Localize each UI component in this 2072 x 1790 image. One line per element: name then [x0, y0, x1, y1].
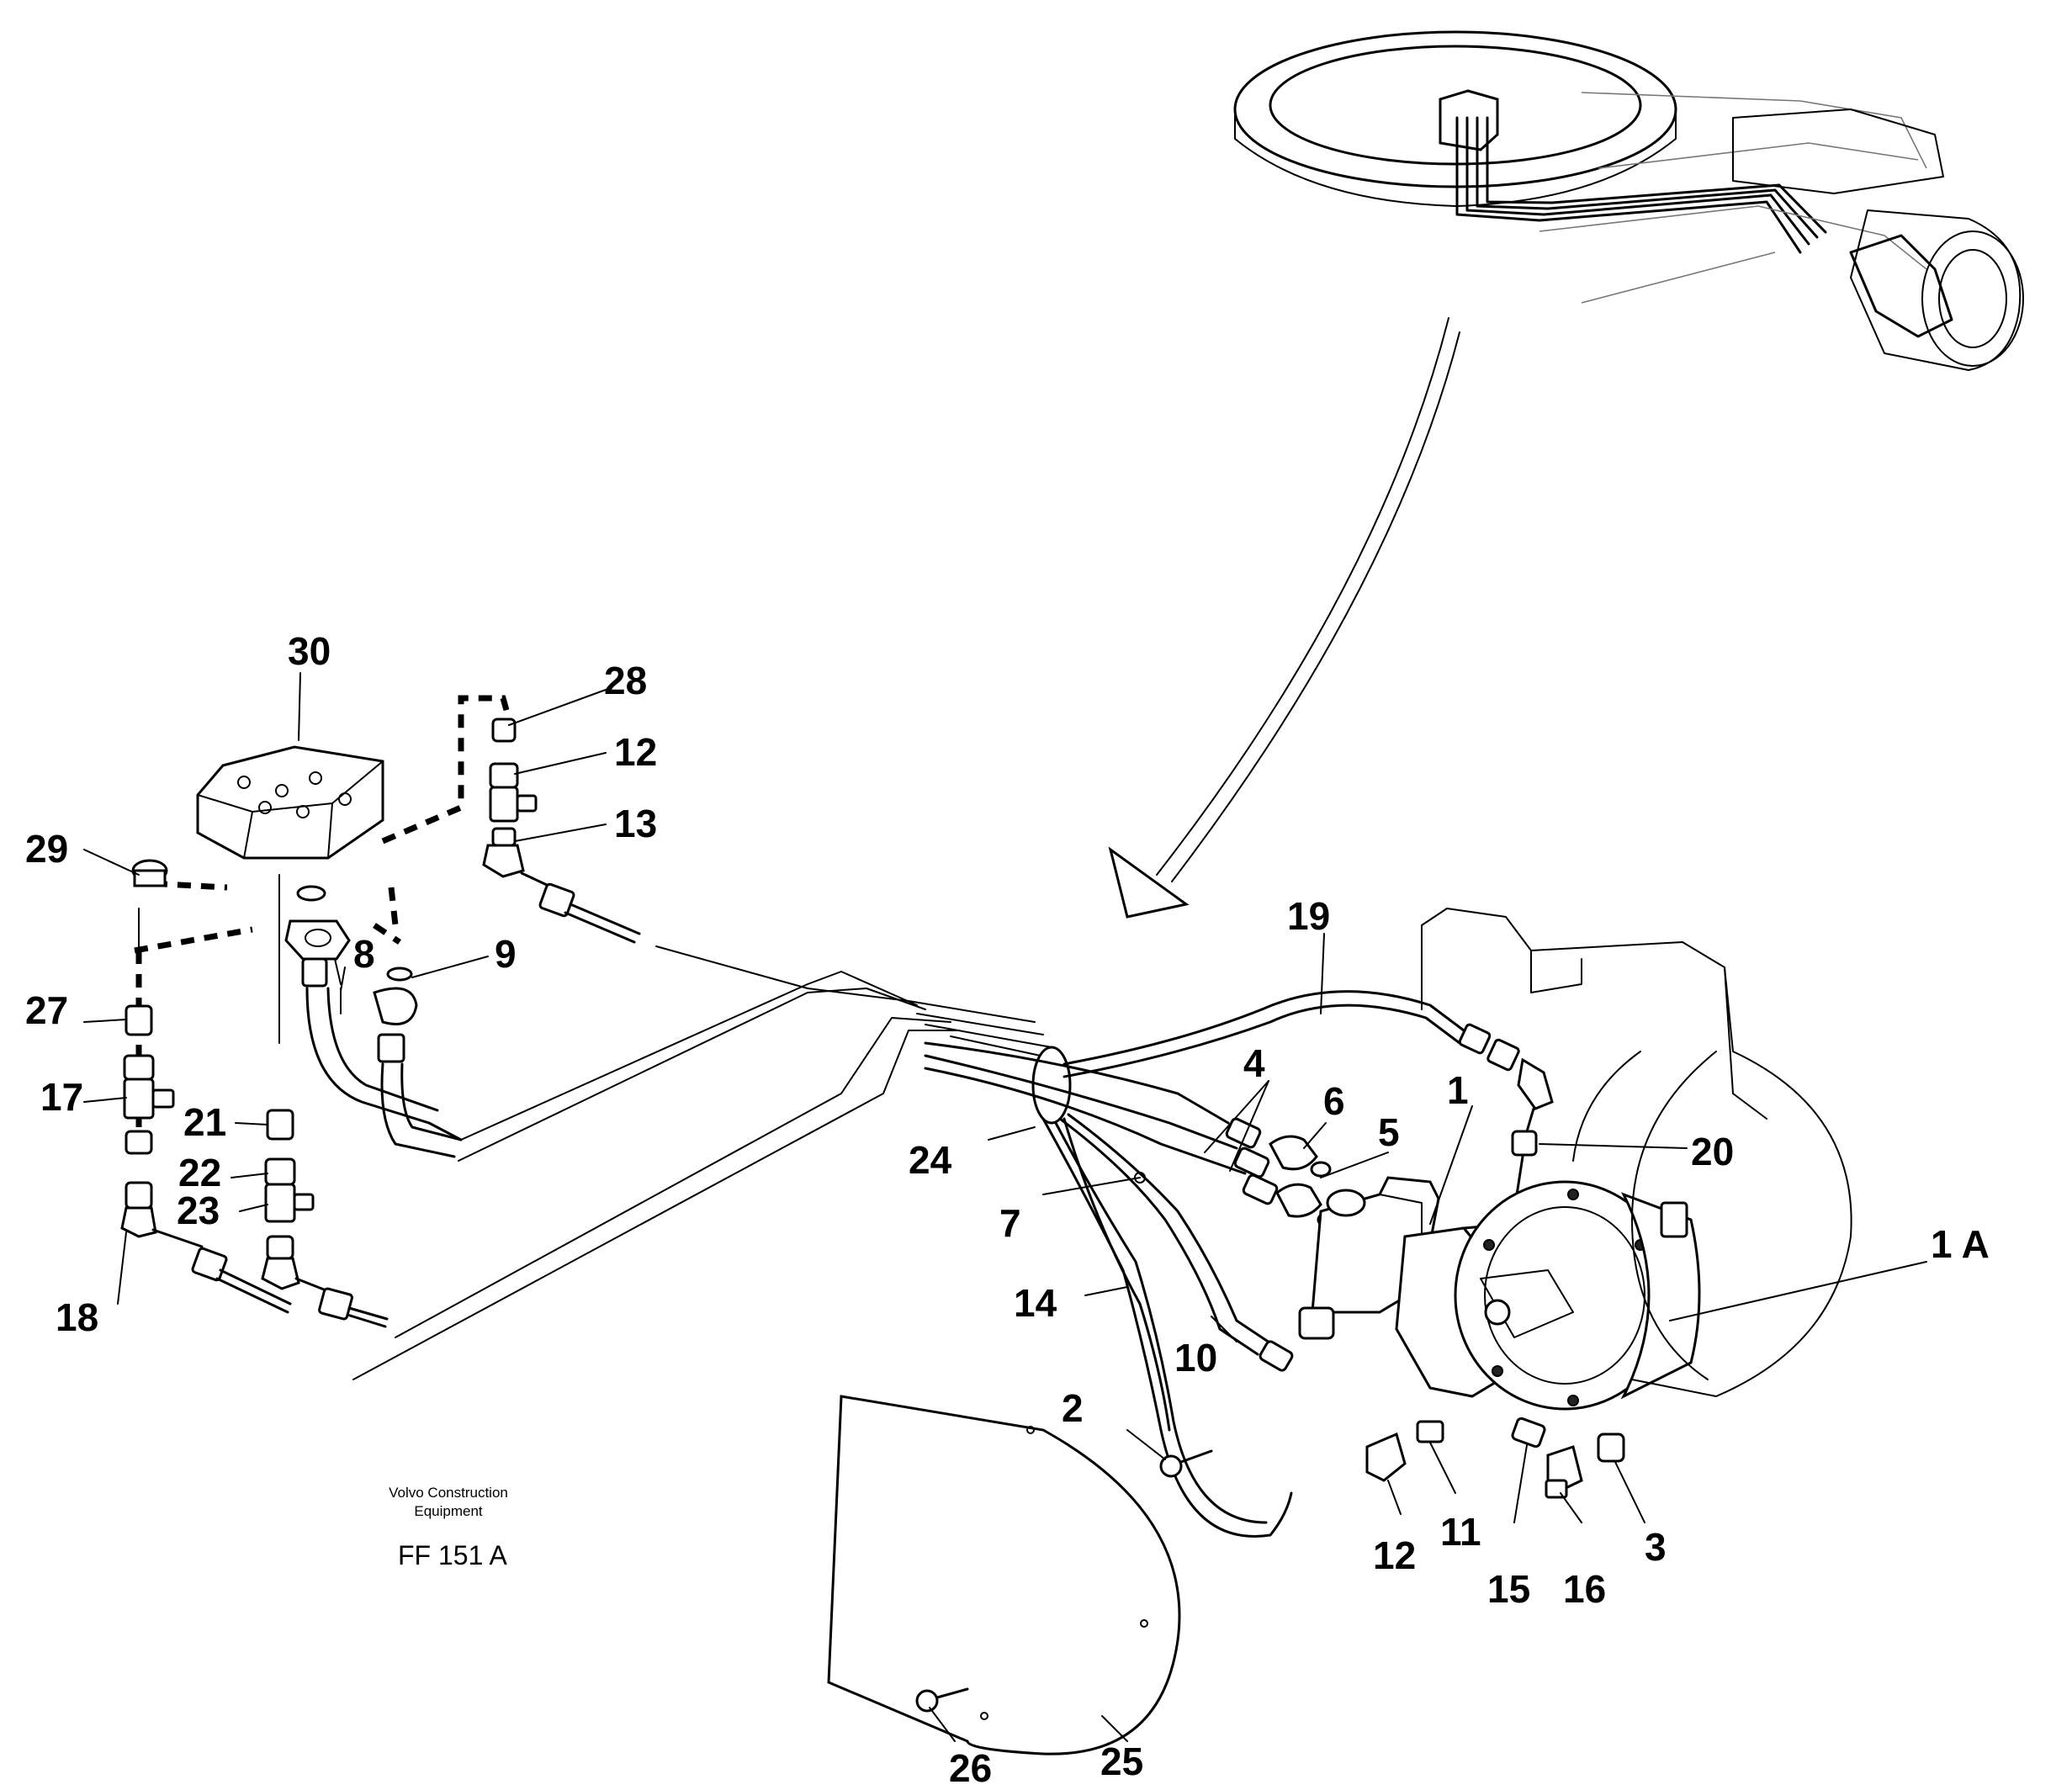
fitting-column-middle	[261, 874, 389, 1328]
callout-28: 28	[604, 659, 647, 702]
callout-3: 3	[1645, 1525, 1667, 1569]
callout-1a: 1 A	[1931, 1222, 1990, 1266]
callout-14: 14	[1014, 1281, 1057, 1325]
callout-20: 20	[1691, 1130, 1734, 1173]
footer: Volvo Construction Equipment FF 151 A	[389, 1485, 508, 1570]
callout-23: 23	[177, 1189, 220, 1232]
callout-24: 24	[909, 1138, 952, 1182]
bolts	[915, 1449, 1213, 1713]
part-29-plug	[131, 859, 168, 887]
hose-bundle	[924, 990, 1465, 1538]
distributor-block-30	[196, 745, 384, 860]
hose-19	[1458, 1023, 1554, 1268]
callout-13: 13	[614, 802, 657, 845]
fitting-column-left	[120, 908, 292, 1314]
pipe-runs	[352, 945, 1061, 1380]
leader-lines	[83, 672, 1927, 1742]
figure-code: FF 151 A	[398, 1540, 508, 1570]
port-fittings	[1365, 1417, 1625, 1499]
swivel-and-hoses	[284, 885, 463, 1158]
callout-17: 17	[40, 1075, 83, 1119]
callout-1: 1	[1447, 1068, 1469, 1112]
callout-12-bottom: 12	[1373, 1533, 1416, 1577]
callout-22: 22	[178, 1151, 221, 1194]
fitting-column-top	[482, 718, 641, 944]
callout-18: 18	[56, 1295, 98, 1339]
callout-12-top: 12	[614, 730, 657, 774]
callout-2: 2	[1062, 1386, 1084, 1430]
callout-15: 15	[1487, 1567, 1530, 1611]
callout-30: 30	[288, 629, 331, 673]
callout-6: 6	[1323, 1079, 1345, 1123]
callout-5: 5	[1378, 1110, 1400, 1154]
cover-plate-25	[827, 1395, 1181, 1756]
callout-26: 26	[949, 1746, 992, 1790]
callout-25: 25	[1100, 1740, 1143, 1783]
company-line-1: Volvo Construction	[389, 1485, 508, 1501]
callout-9: 9	[495, 932, 517, 976]
callout-7: 7	[999, 1201, 1021, 1245]
callout-27: 27	[25, 988, 68, 1032]
fittings-4-5-6	[1134, 1117, 1338, 1372]
travel-motor	[1298, 1176, 1701, 1411]
overview-inset	[1233, 30, 2024, 371]
track-frame	[1421, 908, 1852, 1397]
company-line-2: Equipment	[414, 1503, 483, 1519]
callout-11: 11	[1440, 1510, 1481, 1554]
callout-21: 21	[183, 1100, 226, 1144]
callouts: 30 28 12 13 29 8 9 27 21 17 22 23 18 19 …	[25, 629, 1990, 1790]
detail-arrow	[1108, 317, 1460, 919]
callout-8: 8	[353, 932, 375, 976]
callout-16: 16	[1563, 1567, 1606, 1611]
callout-29: 29	[25, 827, 68, 871]
callout-10: 10	[1174, 1336, 1217, 1380]
callout-4: 4	[1243, 1041, 1265, 1085]
callout-19: 19	[1287, 894, 1330, 938]
